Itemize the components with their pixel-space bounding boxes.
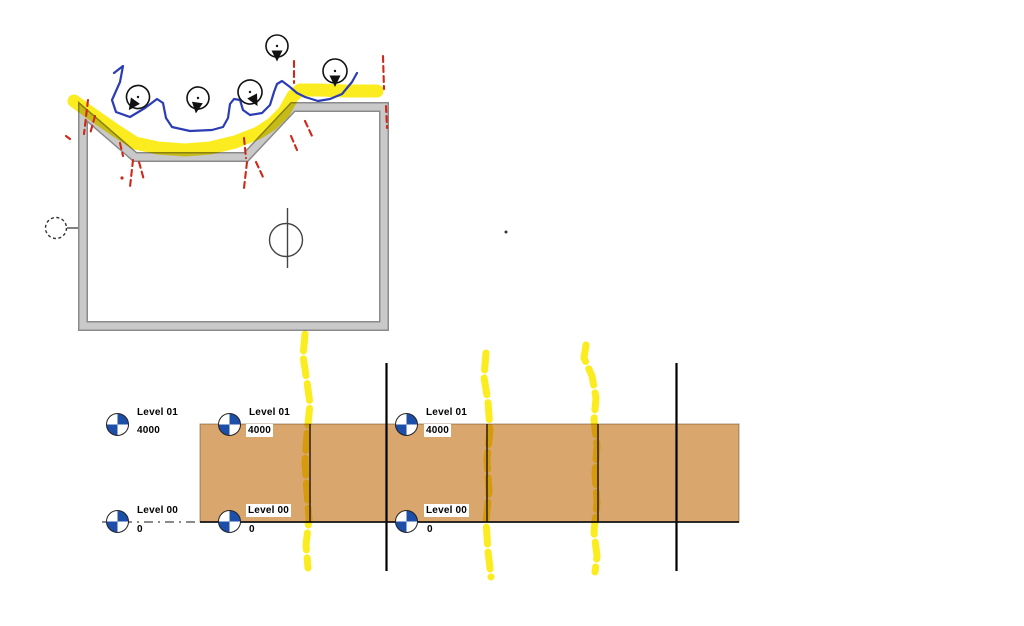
spot-marker-icon[interactable] — [185, 86, 210, 115]
level-tag-name[interactable]: Level 00 — [246, 504, 292, 517]
level-tag-name[interactable]: Level 01 — [249, 407, 291, 418]
level-head-icon[interactable] — [394, 412, 418, 436]
stray-dot — [504, 230, 508, 234]
level-head-icon[interactable] — [394, 509, 418, 533]
spot-marker-icon[interactable] — [119, 81, 154, 117]
level-head-icon[interactable] — [105, 509, 129, 533]
level-head-icon[interactable] — [105, 412, 129, 436]
level-head-icon[interactable] — [217, 412, 241, 436]
level-tag-value[interactable]: 0 — [249, 524, 255, 535]
spot-marker-icon[interactable] — [234, 76, 268, 112]
highlight-squiggle[interactable] — [299, 330, 314, 572]
grid-bubble-icon[interactable] — [44, 216, 79, 240]
highlight-squiggle[interactable] — [480, 349, 495, 581]
plan-highlight-stroke[interactable] — [67, 83, 384, 157]
plan-wall-outline[interactable] — [78, 101, 389, 331]
spot-marker-icon[interactable] — [322, 58, 348, 87]
highlight-squiggle[interactable] — [580, 341, 601, 576]
red-annotation-marks[interactable] — [64, 54, 389, 190]
level-tag-value[interactable]: 4000 — [246, 424, 274, 437]
level-head-icon[interactable] — [217, 509, 241, 533]
level-tag-name[interactable]: Level 00 — [137, 505, 179, 516]
level-tag-name[interactable]: Level 00 — [424, 504, 470, 517]
level-tag-name[interactable]: Level 01 — [137, 407, 179, 418]
level-tag-value[interactable]: 0 — [137, 524, 143, 535]
column-grid-symbol[interactable] — [268, 208, 304, 268]
sketch-blue-stroke[interactable] — [110, 64, 359, 133]
spot-marker-icon[interactable] — [265, 34, 289, 62]
level-tag-value[interactable]: 4000 — [137, 425, 161, 436]
level-tag-value[interactable]: 0 — [427, 524, 433, 535]
level-tag-value[interactable]: 4000 — [424, 424, 452, 437]
level-tag-name[interactable]: Level 01 — [426, 407, 468, 418]
